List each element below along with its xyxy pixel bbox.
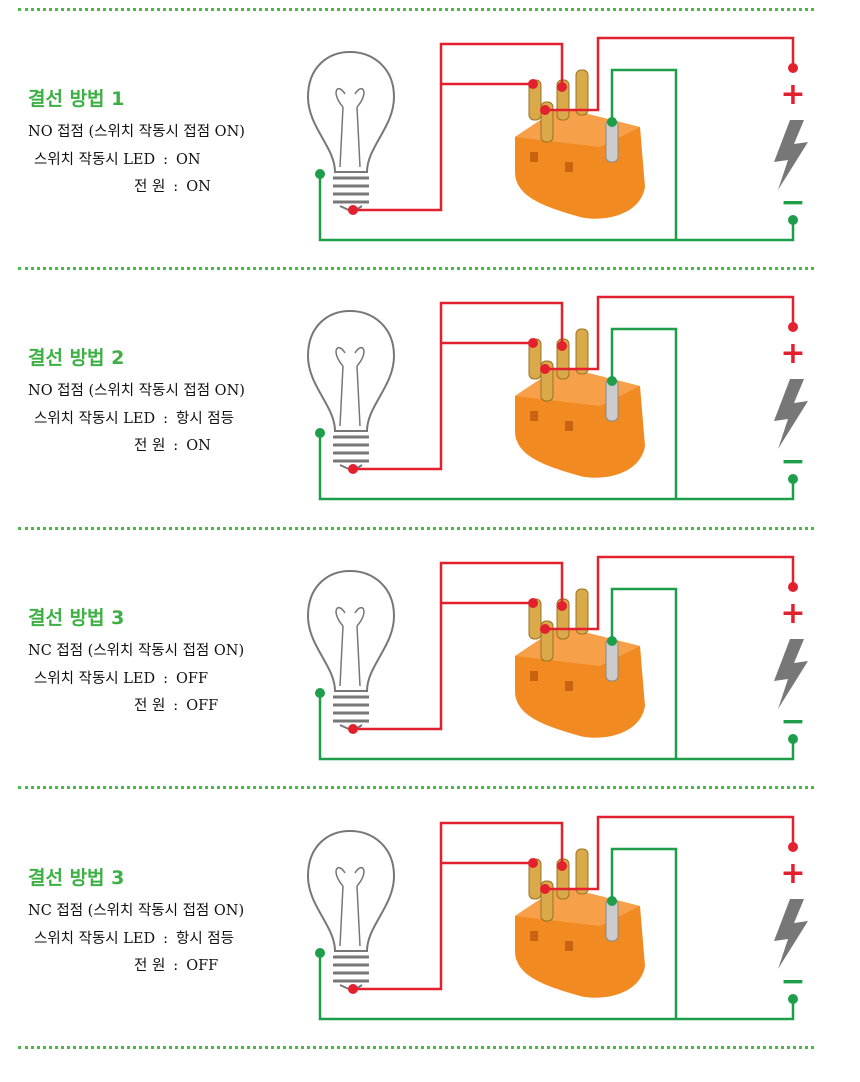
wiring-diagram: + − [306, 36, 808, 242]
positive-wires [353, 815, 795, 991]
power-label: 전 원 [134, 179, 166, 195]
negative-terminal-label: − [780, 704, 805, 739]
connection-dots [315, 842, 798, 1004]
wiring-panel-3: 결선 방법 3 NC 접점 (스위치 작동시 접점 ON) 스위치 작동시 LE… [0, 531, 860, 789]
light-bulb-icon [306, 569, 396, 733]
power-status: 전 원:OFF [134, 958, 219, 974]
negative-terminal-label: − [780, 964, 805, 999]
separator [18, 786, 814, 789]
light-bulb-icon [306, 309, 396, 473]
positive-wires [353, 36, 795, 212]
power-value: OFF [186, 958, 219, 974]
power-label: 전 원 [134, 698, 166, 714]
led-value: OFF [176, 671, 209, 687]
positive-terminal-label: + [780, 596, 805, 631]
negative-wires [318, 68, 795, 242]
wiring-panel-1: 결선 방법 1 NO 접점 (스위치 작동시 접점 ON) 스위치 작동시 LE… [0, 12, 860, 270]
power-status: 전 원:ON [134, 179, 211, 195]
power-status: 전 원:OFF [134, 698, 219, 714]
wiring-panel-2: 결선 방법 2 NO 접점 (스위치 작동시 접점 ON) 스위치 작동시 LE… [0, 271, 860, 529]
method-title: 결선 방법 2 [28, 347, 125, 369]
led-value: 항시 점등 [176, 931, 234, 947]
wiring-panel-4: 결선 방법 3 NC 접점 (스위치 작동시 접점 ON) 스위치 작동시 LE… [0, 791, 860, 1049]
negative-terminal-label: − [780, 444, 805, 479]
separator [18, 527, 814, 530]
led-label: 스위치 작동시 LED [34, 671, 156, 687]
negative-wires [318, 327, 795, 501]
light-bulb-icon [306, 50, 396, 214]
led-value: ON [176, 152, 201, 168]
power-bolt-icon [774, 639, 808, 709]
light-bulb-icon [306, 829, 396, 993]
power-value: ON [186, 438, 211, 454]
led-status: 스위치 작동시 LED:항시 점등 [34, 931, 234, 947]
power-value: ON [186, 179, 211, 195]
power-label: 전 원 [134, 438, 166, 454]
led-label: 스위치 작동시 LED [34, 152, 156, 168]
negative-wires [318, 587, 795, 761]
method-title: 결선 방법 3 [28, 607, 125, 629]
led-label: 스위치 작동시 LED [34, 411, 156, 427]
separator [18, 267, 814, 270]
separator [18, 8, 814, 11]
switch-body [515, 886, 645, 998]
method-title: 결선 방법 3 [28, 867, 125, 889]
switch-body [515, 107, 645, 219]
separator [18, 1046, 814, 1049]
led-value: 항시 점등 [176, 411, 234, 427]
switch-body [515, 366, 645, 478]
power-bolt-icon [774, 899, 808, 969]
led-status: 스위치 작동시 LED:ON [34, 152, 201, 168]
contact-type: NO 접점 (스위치 작동시 접점 ON) [28, 383, 245, 399]
switch-body [515, 626, 645, 738]
positive-wires [353, 295, 795, 471]
wiring-diagram: + − [306, 815, 808, 1021]
negative-wires [318, 847, 795, 1021]
led-label: 스위치 작동시 LED [34, 931, 156, 947]
wiring-diagram: + − [306, 295, 808, 501]
power-bolt-icon [774, 120, 808, 190]
contact-type: NO 접점 (스위치 작동시 접점 ON) [28, 124, 245, 140]
wiring-diagram: + − [306, 555, 808, 761]
connection-dots [315, 582, 798, 744]
positive-terminal-label: + [780, 336, 805, 371]
power-status: 전 원:ON [134, 438, 211, 454]
power-label: 전 원 [134, 958, 166, 974]
positive-wires [353, 555, 795, 731]
contact-type: NC 접점 (스위치 작동시 접점 ON) [28, 903, 245, 919]
connection-dots [315, 322, 798, 484]
power-value: OFF [186, 698, 219, 714]
connection-dots [315, 63, 798, 225]
led-status: 스위치 작동시 LED:항시 점등 [34, 411, 234, 427]
positive-terminal-label: + [780, 856, 805, 891]
method-title: 결선 방법 1 [28, 88, 125, 110]
negative-terminal-label: − [780, 185, 805, 220]
positive-terminal-label: + [780, 77, 805, 112]
power-bolt-icon [774, 379, 808, 449]
led-status: 스위치 작동시 LED:OFF [34, 671, 209, 687]
contact-type: NC 접점 (스위치 작동시 접점 ON) [28, 643, 245, 659]
